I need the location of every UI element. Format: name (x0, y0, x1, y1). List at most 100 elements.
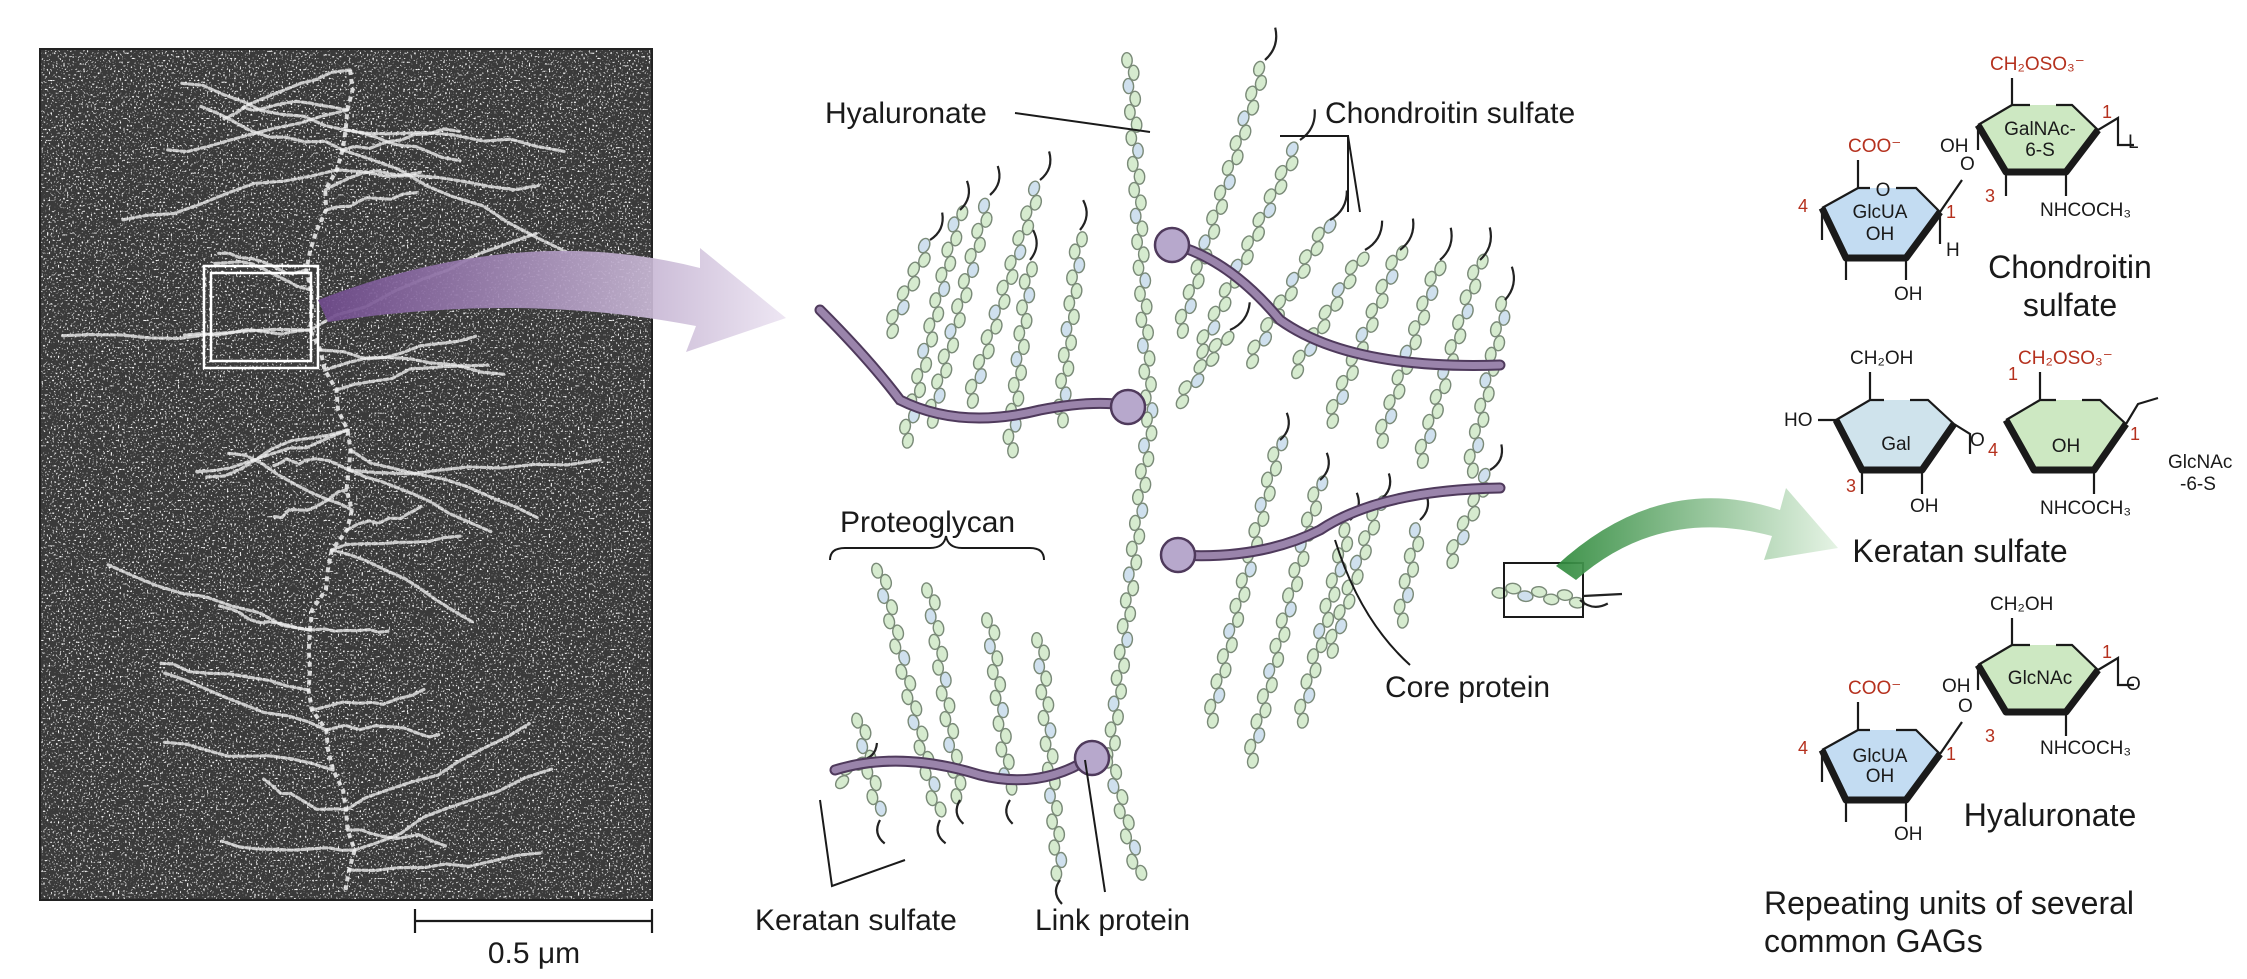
gag-bead (1403, 547, 1416, 564)
gag-bead (943, 697, 956, 714)
caption-line-1: Repeating units of several (1764, 885, 2134, 921)
gag-bead (1250, 713, 1263, 730)
gag-bead (1044, 787, 1056, 804)
gag-bead (1123, 103, 1136, 121)
gag-chain-tail (1364, 220, 1384, 251)
gag-bead (928, 776, 941, 793)
gag-bead (931, 373, 944, 390)
gag-bead (1002, 428, 1015, 445)
gag-bead (1143, 350, 1156, 367)
gag-bead (1307, 486, 1320, 503)
gag-bead (954, 774, 967, 791)
gag-bead (1246, 353, 1260, 370)
svg-text:HO: HO (1784, 410, 1813, 431)
gag-bead (1015, 364, 1028, 381)
gag-bead (1393, 383, 1406, 400)
gag-chain-keratan (1052, 199, 1088, 429)
gag-bead (1343, 593, 1356, 610)
gag-bead (1062, 360, 1075, 377)
gag-chain-chondroitin (1244, 452, 1330, 769)
gag-bead (1244, 561, 1257, 578)
gag-bead (1463, 448, 1476, 465)
gag-bead (1346, 365, 1359, 382)
gag-chain-chondroitin (1463, 266, 1515, 479)
gag-bead (1110, 763, 1123, 780)
gag-bead (1012, 229, 1025, 247)
gag-bead (994, 676, 1007, 693)
gag-bead (939, 671, 952, 688)
gag-bead (1300, 673, 1313, 690)
gag-bead (1131, 488, 1144, 506)
gag-bead (967, 261, 980, 279)
svg-text:OH: OH (1910, 496, 1939, 517)
gag-bead (1391, 369, 1404, 386)
gag-bead (1319, 597, 1332, 614)
gag-bead (1076, 231, 1088, 248)
hyaluronate-backbone (1101, 752, 1148, 881)
gag-bead (1300, 511, 1314, 528)
gag-bead (911, 368, 924, 385)
gag-bead (982, 343, 995, 360)
link-protein (1109, 388, 1147, 426)
gag-bead (1115, 683, 1128, 700)
gag-bead (1298, 249, 1312, 265)
gag-chain-chondroitin (1393, 492, 1430, 629)
gag-bead (1477, 467, 1491, 484)
gag-bead (923, 317, 936, 334)
gag-bead (1055, 372, 1068, 390)
gag-bead (1006, 268, 1019, 286)
gag-bead (1467, 505, 1481, 522)
gag-bead (1192, 273, 1205, 290)
gag-bead (1322, 611, 1335, 628)
gag-bead (1050, 865, 1063, 882)
gag-chain-tail (1489, 444, 1504, 471)
label-link-protein: Link protein (1035, 904, 1190, 937)
gag-bead (1127, 580, 1140, 597)
gag-chain-tail (1054, 879, 1063, 905)
chondroitin-name-1: Chondroitin (1988, 249, 2152, 285)
gag-bead (1016, 299, 1028, 316)
gag-bead (1033, 658, 1046, 675)
chondroitin-coo: COO⁻ (1848, 136, 1901, 157)
gag-bead (1027, 180, 1041, 197)
gag-bead (1134, 463, 1147, 480)
gag-bead (1007, 442, 1019, 459)
gag-bead (1246, 99, 1260, 116)
gag-bead (1014, 244, 1027, 261)
gag-bead (1208, 337, 1223, 353)
gag-chain-keratan (921, 582, 967, 825)
micrograph-branch (318, 348, 508, 376)
gag-bead (990, 318, 1003, 335)
gag-chain-chondroitin (1325, 473, 1392, 659)
gag-bead (1244, 738, 1257, 755)
gag-bead (1291, 576, 1304, 593)
gag-bead (1285, 155, 1299, 172)
gag-bead (964, 247, 977, 264)
gag-bead (886, 309, 899, 325)
gag-bead (896, 299, 910, 316)
gag-bead (1216, 648, 1229, 665)
micrograph-branch (347, 851, 543, 873)
gag-bead (1044, 722, 1057, 739)
gag-bead (1260, 316, 1274, 333)
gag-bead (1223, 622, 1236, 640)
gag-bead (1489, 321, 1502, 338)
gag-bead (980, 329, 993, 346)
gag-bead (1384, 408, 1398, 425)
gag-bead (1066, 269, 1078, 286)
gag-bead (1333, 604, 1346, 621)
gag-bead (1296, 712, 1309, 729)
gag-bead (1385, 268, 1399, 285)
gag-bead (1039, 735, 1052, 753)
svg-text:4: 4 (1798, 738, 1808, 758)
micrograph-branch (308, 627, 390, 634)
gag-bead (877, 587, 890, 605)
label-hyaluronate: Hyaluronate (825, 97, 987, 130)
gag-bead (936, 645, 949, 663)
hyaluronate-backbone (1121, 52, 1159, 419)
gag-bead (1383, 394, 1396, 411)
gag-bead (1175, 394, 1190, 410)
gag-bead (1113, 803, 1126, 820)
gag-chain-keratan (871, 562, 947, 845)
gag-bead (935, 685, 948, 702)
